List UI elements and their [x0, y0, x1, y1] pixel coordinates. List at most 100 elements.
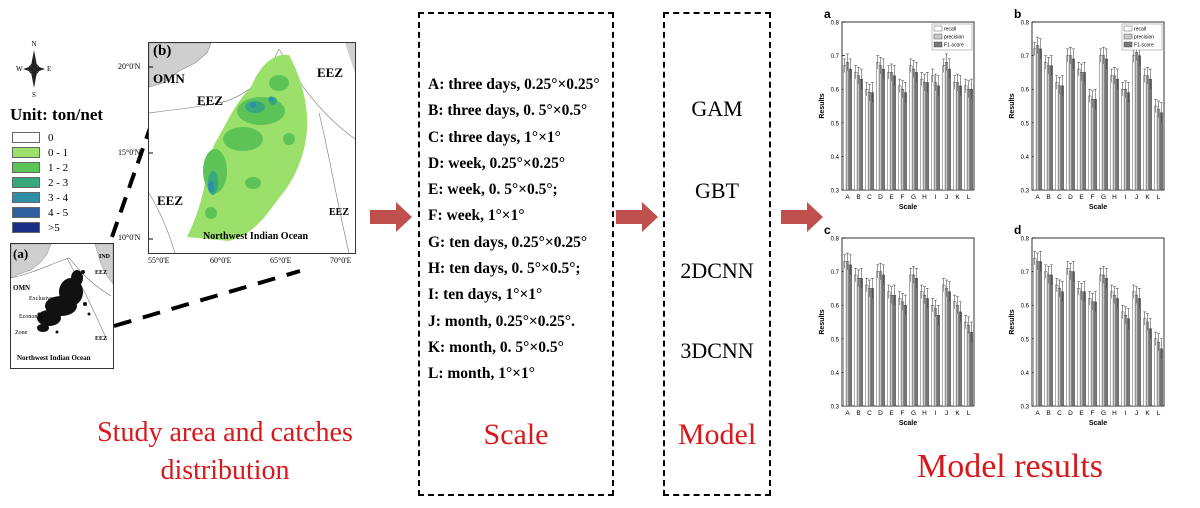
- x-tick-label: D: [878, 410, 883, 417]
- x-axis-label: Scale: [1089, 420, 1107, 427]
- scale-item: D: week, 0.25°×0.25°: [428, 154, 566, 172]
- bar-F-precision: [1090, 99, 1095, 191]
- bar-E-recall: [1077, 288, 1081, 407]
- chart-frame: [1031, 237, 1165, 407]
- map-b-lon-70: 70°0'E: [330, 256, 352, 265]
- bar-K-F1-score: [958, 311, 962, 407]
- scale-item: E: week, 0. 5°×0.5°;: [428, 181, 558, 199]
- scale-list: A: three days, 0.25°×0.25°B: three days,…: [428, 72, 600, 388]
- x-tick-label: A: [845, 194, 850, 201]
- bar-G-precision: [911, 68, 916, 191]
- bar-I-recall: [931, 75, 935, 191]
- scale-item: F: week, 1°×1°: [428, 207, 525, 225]
- x-tick-label: I: [1125, 410, 1127, 417]
- scale-caption: Scale: [483, 418, 549, 451]
- bar-B-precision: [1046, 65, 1051, 191]
- x-tick-label: J: [945, 194, 948, 201]
- y-axis-label: Results: [819, 309, 826, 334]
- bar-B-F1-score: [859, 78, 863, 191]
- y-tick-label: 0.4: [831, 155, 840, 161]
- model-gbt: GBT: [695, 178, 739, 203]
- y-tick-label: 0.8: [1021, 21, 1030, 27]
- bar-C-precision: [1057, 85, 1062, 191]
- x-tick-label: K: [1145, 410, 1150, 417]
- bar-D-recall: [1066, 268, 1070, 407]
- map-b-lon-65: 65°0'E: [270, 256, 292, 265]
- x-tick-label: H: [922, 194, 927, 201]
- compass-e: E: [47, 65, 51, 73]
- bar-D-precision: [878, 65, 883, 191]
- bar-F-recall: [898, 298, 902, 407]
- scale-item: K: month, 0. 5°×0.5°: [428, 338, 564, 356]
- map-b-lat-10: 10°0'N: [118, 233, 141, 242]
- map-a-economic: Economic: [19, 314, 44, 320]
- bar-L-precision: [966, 325, 971, 407]
- bar-C-recall: [865, 88, 869, 191]
- scale-item: L: month, 1°×1°: [428, 365, 535, 383]
- bar-A-precision: [845, 62, 850, 191]
- map-a-ind: IND: [99, 254, 111, 260]
- bar-H-recall: [920, 291, 924, 407]
- bar-B-F1-score: [1049, 65, 1053, 191]
- bar-K-precision: [955, 82, 960, 191]
- scale-item: G: ten days, 0.25°×0.25°: [428, 233, 588, 251]
- x-tick-label: B: [856, 410, 860, 417]
- map-a-ocean: Northwest Indian Ocean: [17, 354, 91, 362]
- y-tick-label: 0.8: [831, 21, 840, 27]
- chart-legend-label: precision: [1134, 35, 1154, 41]
- study-area-caption: Study area and catches distribution: [60, 414, 390, 490]
- flow-arrow-3: [781, 202, 823, 232]
- flow-arrow-2: [616, 202, 658, 232]
- chart-title: b: [1014, 8, 1021, 21]
- bar-C-F1-score: [1060, 291, 1064, 407]
- legend-label: 2 - 3: [48, 176, 69, 189]
- compass-rose-icon: N S W E: [16, 40, 51, 98]
- x-tick-label: E: [889, 410, 894, 417]
- legend-label: 0: [48, 131, 54, 144]
- chart-legend-swatch: [933, 25, 943, 32]
- bar-C-F1-score: [1060, 85, 1064, 191]
- bar-D-F1-score: [1071, 58, 1075, 191]
- bar-G-precision: [1101, 274, 1106, 407]
- bar-J-recall: [1132, 291, 1136, 407]
- bar-I-precision: [1123, 88, 1128, 191]
- bar-A-precision: [1035, 261, 1040, 407]
- x-tick-label: L: [967, 410, 971, 417]
- bar-E-recall: [887, 72, 891, 191]
- map-b-lat-15: 15°0'N: [118, 148, 141, 157]
- map-b-lon-60: 60°0'E: [210, 256, 232, 265]
- bar-C-F1-score: [870, 288, 874, 407]
- y-axis-label: Results: [819, 93, 826, 118]
- bar-G-F1-score: [1104, 58, 1108, 191]
- bar-A-F1-score: [848, 68, 852, 191]
- bar-F-recall: [898, 85, 902, 191]
- bar-C-precision: [1057, 288, 1062, 407]
- bar-K-precision: [955, 304, 960, 407]
- legend-swatch: [12, 192, 40, 203]
- bar-K-recall: [953, 301, 957, 407]
- flow-arrow-1: [370, 202, 412, 232]
- map-a-zone: Zone: [15, 330, 28, 336]
- bar-I-recall: [931, 304, 935, 407]
- y-tick-label: 0.5: [1021, 121, 1030, 127]
- scale-box: A: three days, 0.25°×0.25°B: three days,…: [418, 12, 614, 496]
- bar-C-F1-score: [870, 92, 874, 191]
- scale-item: B: three days, 0. 5°×0.5°: [428, 102, 588, 120]
- bar-J-F1-score: [947, 291, 951, 407]
- bar-D-F1-score: [881, 274, 885, 407]
- x-tick-label: A: [845, 410, 850, 417]
- chart-legend-label: recall: [1134, 27, 1146, 33]
- x-tick-label: C: [1057, 410, 1062, 417]
- bar-A-recall: [843, 261, 847, 407]
- bar-L-precision: [966, 88, 971, 191]
- scale-item: I: ten days, 1°×1°: [428, 286, 543, 304]
- bar-H-precision: [922, 82, 927, 191]
- legend-unit-title: Unit: ton/net: [10, 105, 104, 124]
- bar-K-recall: [953, 82, 957, 191]
- chart-legend-swatch: [933, 33, 943, 40]
- bar-D-precision: [878, 271, 883, 407]
- bar-D-F1-score: [1071, 271, 1075, 407]
- bar-E-recall: [1077, 68, 1081, 191]
- chart-title: a: [824, 8, 831, 21]
